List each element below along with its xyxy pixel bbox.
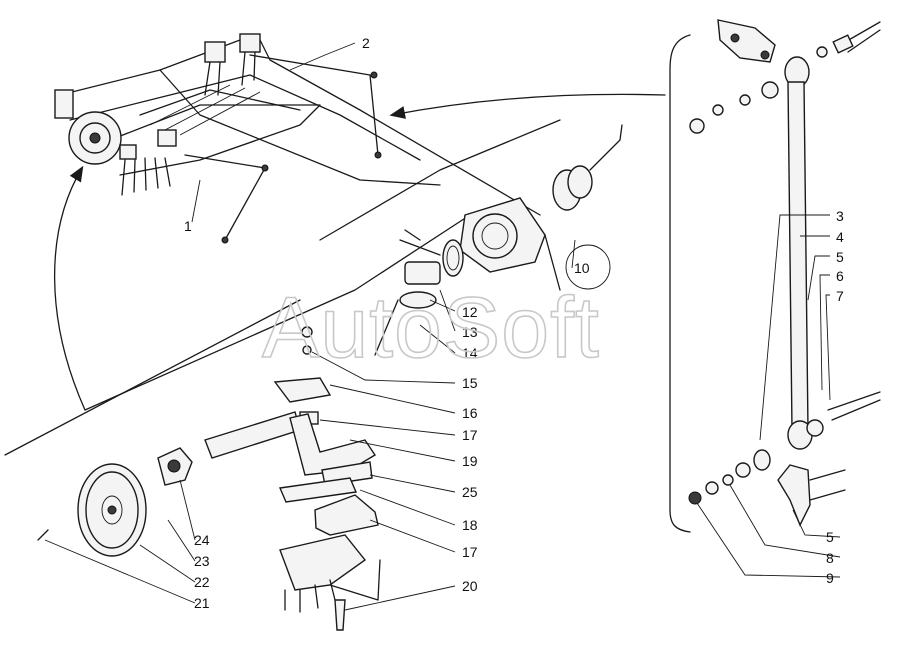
callout-labels: 2 1 3 4 5 6 7 5 8 9 10 12 13 14 15 16 17… — [184, 35, 844, 611]
callout-18: 18 — [462, 517, 478, 533]
callout-8: 8 — [826, 550, 834, 566]
flow-arrow-top — [389, 93, 666, 119]
callout-20: 20 — [462, 578, 478, 594]
leader-lines — [44, 42, 841, 611]
callout-13: 13 — [462, 324, 478, 340]
watermark: AutoSoft — [262, 280, 600, 376]
callout-3: 3 — [836, 208, 844, 224]
callout-7: 7 — [836, 288, 844, 304]
callout-5-upper: 5 — [836, 249, 844, 265]
callout-22: 22 — [194, 574, 210, 590]
callout-25: 25 — [462, 484, 478, 500]
housing-assembly — [273, 124, 623, 425]
callout-9: 9 — [826, 570, 834, 586]
pulley-assembly — [37, 447, 193, 557]
callout-2: 2 — [362, 35, 370, 51]
callout-19: 19 — [462, 453, 478, 469]
flow-arrow-left — [54, 165, 86, 411]
callout-23: 23 — [194, 553, 210, 569]
callout-12: 12 — [462, 304, 478, 320]
callout-16: 16 — [462, 405, 478, 421]
callout-17-lower: 17 — [462, 544, 478, 560]
callout-10: 10 — [574, 260, 590, 276]
callout-6: 6 — [836, 268, 844, 284]
shaft-assembly — [204, 411, 381, 631]
callout-17-upper: 17 — [462, 427, 478, 443]
right-group-bracket — [669, 34, 691, 533]
callout-24: 24 — [194, 532, 210, 548]
tie-rod-assembly — [688, 19, 881, 527]
callout-1: 1 — [184, 218, 192, 234]
callout-5-lower: 5 — [826, 529, 834, 545]
frame-assembly — [54, 33, 541, 244]
callout-15: 15 — [462, 375, 478, 391]
callout-4: 4 — [836, 229, 844, 245]
callout-14: 14 — [462, 345, 478, 361]
callout-21: 21 — [194, 595, 210, 611]
